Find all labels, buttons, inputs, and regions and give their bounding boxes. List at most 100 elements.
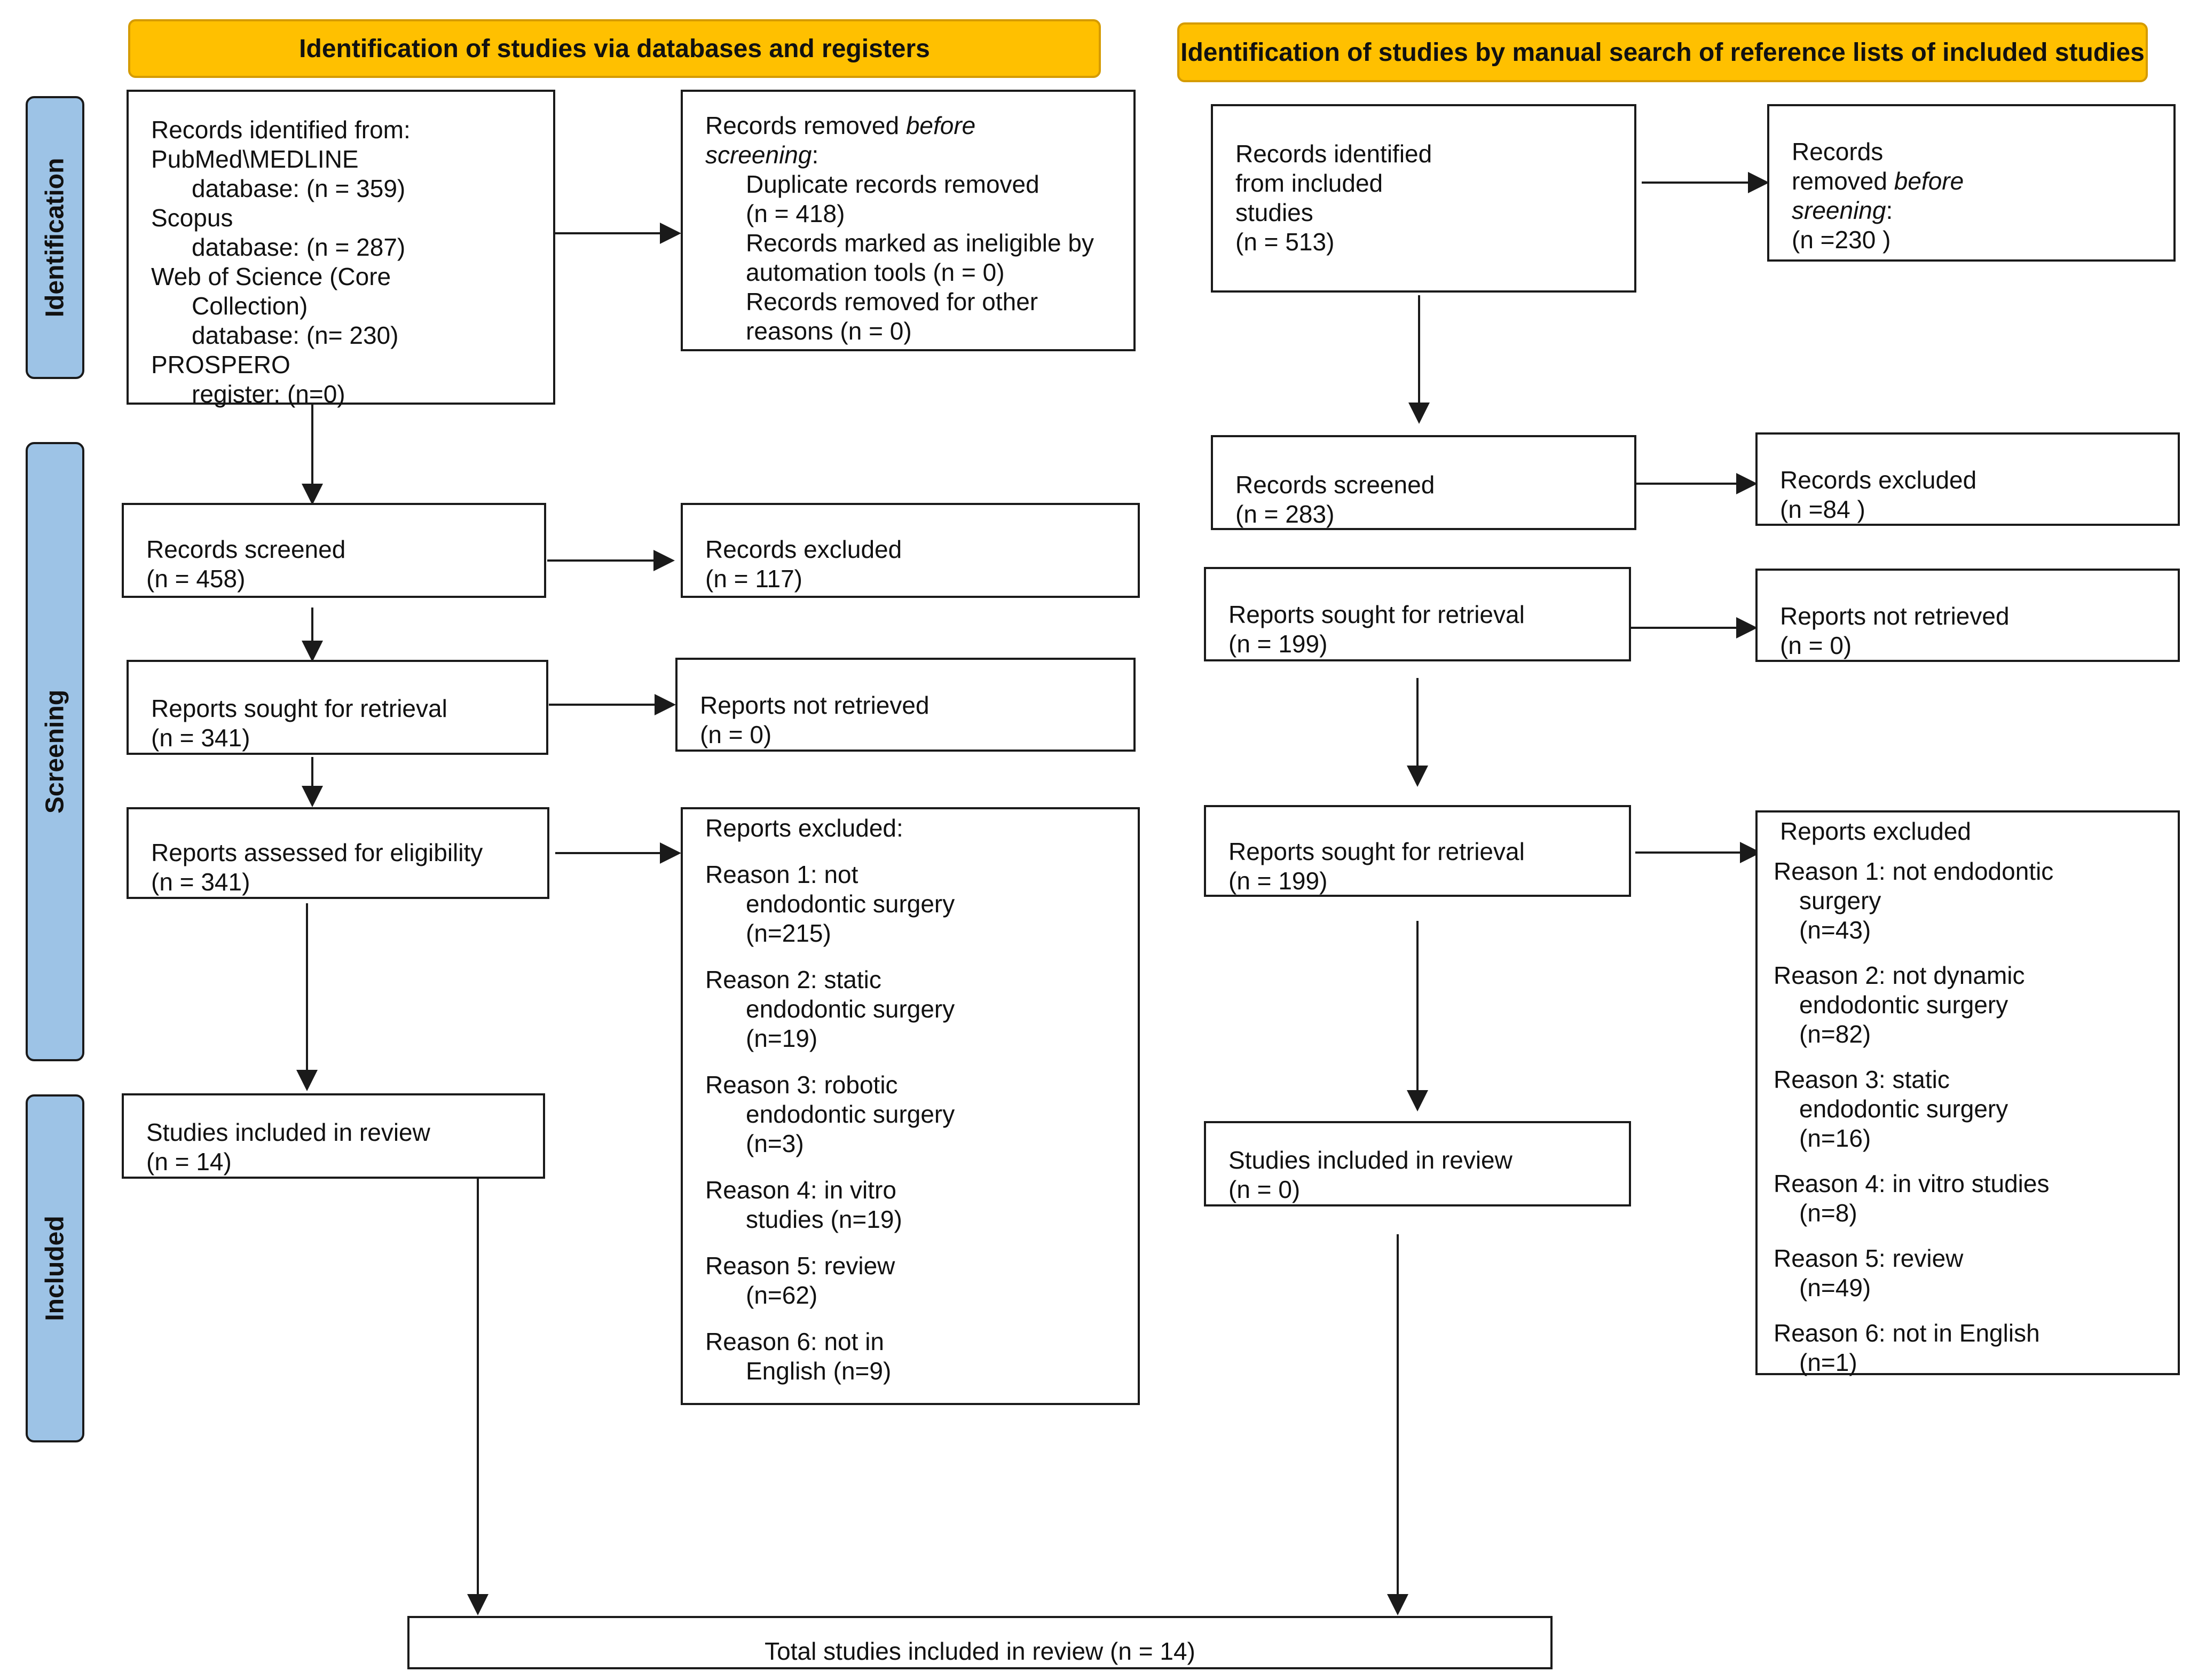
reports-sought-label: Reports sought for retrieval (151, 695, 447, 722)
removed-other-reasons-2: reasons (n = 0) (746, 317, 912, 345)
duplicates-removed: Duplicate records removed (746, 170, 1039, 198)
right-reason-2-count: (n=82) (1799, 1020, 1871, 1048)
right-records-identified-box: Records identified from included studies… (1211, 104, 1636, 293)
records-screened-box: Records screened (n = 458) (122, 503, 546, 598)
records-excluded-label: Records excluded (705, 535, 902, 563)
right-screened-label: Records screened (1235, 471, 1435, 499)
reason-3-count: (n=3) (746, 1130, 804, 1157)
phase-included-label: Included (41, 1216, 69, 1321)
right-identified-line1: Records identified (1235, 140, 1432, 168)
reason-1-line2: endodontic surgery (746, 890, 955, 918)
right-records-removed-box: Records removed before sreening: (n =230… (1767, 104, 2176, 262)
right-reason-4: Reason 4: in vitro studies (1774, 1170, 2050, 1197)
reason-1-count: (n=215) (746, 919, 831, 947)
studies-included-count: (n = 14) (146, 1148, 232, 1176)
right-reason-3-line2: endodontic surgery (1799, 1095, 2008, 1123)
right-records-excluded-box: Records excluded (n =84 ) (1755, 432, 2180, 526)
reason-2-line2: endodontic surgery (746, 995, 955, 1023)
source-scopus-count: database: (n = 287) (192, 233, 406, 261)
source-scopus: Scopus (151, 204, 233, 232)
right-reason-6-count: (n=1) (1799, 1348, 1857, 1376)
phase-identification: Identification (26, 96, 84, 379)
right-not-retrieved-label: Reports not retrieved (1780, 602, 2010, 630)
phase-identification-label: Identification (41, 157, 69, 318)
records-excluded-box: Records excluded (n = 117) (681, 503, 1140, 598)
right-removed-line2: removed before (1792, 167, 1964, 195)
right-reason-3: Reason 3: static (1774, 1066, 1950, 1093)
reports-excluded-box: Reports excluded: Reason 1: not endodont… (681, 807, 1140, 1405)
right-reports-sought2-box: Reports sought for retrieval (n = 199) (1204, 805, 1631, 897)
right-reason-4-count: (n=8) (1799, 1199, 1857, 1227)
phase-screening-label: Screening (41, 689, 69, 814)
reason-5: Reason 5: review (705, 1252, 895, 1280)
records-screened-label: Records screened (146, 535, 346, 563)
records-screened-count: (n = 458) (146, 565, 246, 593)
records-removed-title: Records removed before (705, 112, 976, 139)
right-screened-count: (n = 283) (1235, 500, 1335, 528)
right-identified-line2: from included (1235, 169, 1383, 197)
source-pubmed: PubMed\MEDLINE (151, 145, 359, 173)
reason-4: Reason 4: in vitro (705, 1176, 896, 1204)
right-excluded-label: Records excluded (1780, 466, 1977, 494)
source-prospero: PROSPERO (151, 351, 290, 378)
reports-assessed-box: Reports assessed for eligibility (n = 34… (127, 807, 549, 899)
right-removed-line3: sreening: (1792, 196, 1893, 224)
right-removed-line1: Records (1792, 138, 1884, 165)
reason-3-line2: endodontic surgery (746, 1100, 955, 1128)
reason-1: Reason 1: not (705, 861, 858, 888)
reason-3: Reason 3: robotic (705, 1071, 898, 1099)
duplicates-removed-count: (n = 418) (746, 200, 845, 227)
right-sought-count: (n = 199) (1228, 630, 1328, 658)
reason-5-count: (n=62) (746, 1281, 818, 1309)
right-reason-3-count: (n=16) (1799, 1124, 1871, 1152)
right-reports-excluded-box: Reports excluded Reason 1: not endodonti… (1755, 810, 2180, 1376)
source-wos-count: database: (n= 230) (192, 321, 399, 349)
removed-other-reasons: Records removed for other (746, 288, 1038, 316)
right-reports-excluded-title: Reports excluded (1780, 817, 1971, 845)
right-reason-6: Reason 6: not in English (1774, 1319, 2040, 1347)
right-sought2-count: (n = 199) (1228, 867, 1328, 895)
right-section-header: Identification of studies by manual sear… (1177, 22, 2148, 82)
right-studies-included-box: Studies included in review (n = 0) (1204, 1121, 1631, 1206)
studies-included-box: Studies included in review (n = 14) (122, 1093, 545, 1179)
right-identified-line3: studies (1235, 199, 1313, 226)
reports-excluded-title: Reports excluded: (705, 814, 903, 842)
records-removed-title-2: screening: (705, 141, 819, 169)
right-reason-2-line2: endodontic surgery (1799, 991, 2008, 1019)
automation-ineligible-2: automation tools (n = 0) (746, 258, 1005, 286)
reason-2: Reason 2: static (705, 966, 881, 993)
right-reason-5-count: (n=49) (1799, 1274, 1871, 1302)
right-reason-5: Reason 5: review (1774, 1244, 1964, 1272)
records-identified-title: Records identified from: (151, 116, 411, 144)
right-reason-1-line2: surgery (1799, 887, 1881, 914)
right-reports-not-retrieved-box: Reports not retrieved (n = 0) (1755, 569, 2180, 662)
source-pubmed-count: database: (n = 359) (192, 175, 406, 202)
right-excluded-count: (n =84 ) (1780, 495, 1865, 523)
right-sought2-label: Reports sought for retrieval (1228, 838, 1525, 865)
studies-included-label: Studies included in review (146, 1118, 430, 1146)
right-reason-1-count: (n=43) (1799, 916, 1871, 944)
reports-sought-box: Reports sought for retrieval (n = 341) (127, 660, 548, 755)
phase-screening: Screening (26, 442, 84, 1061)
total-included-label: Total studies included in review (n = 14… (765, 1637, 1195, 1665)
reports-assessed-count: (n = 341) (151, 868, 250, 896)
phase-included: Included (26, 1094, 84, 1442)
right-sought-label: Reports sought for retrieval (1228, 601, 1525, 628)
reason-2-count: (n=19) (746, 1024, 818, 1052)
source-wos: Web of Science (Core (151, 263, 391, 290)
reports-assessed-label: Reports assessed for eligibility (151, 839, 483, 866)
records-removed-box: Records removed before screening: Duplic… (681, 90, 1136, 351)
automation-ineligible: Records marked as ineligible by (746, 229, 1094, 257)
records-identified-box: Records identified from: PubMed\MEDLINE … (127, 90, 555, 408)
reports-sought-count: (n = 341) (151, 724, 250, 752)
reports-not-retrieved-count: (n = 0) (700, 721, 772, 748)
source-prospero-count: register: (n=0) (192, 380, 345, 408)
right-not-retrieved-count: (n = 0) (1780, 632, 1852, 659)
reason-6: Reason 6: not in (705, 1328, 885, 1355)
right-identified-count: (n = 513) (1235, 228, 1335, 256)
records-excluded-count: (n = 117) (705, 565, 802, 593)
left-section-header: Identification of studies via databases … (128, 19, 1101, 78)
reports-not-retrieved-box: Reports not retrieved (n = 0) (675, 658, 1136, 752)
